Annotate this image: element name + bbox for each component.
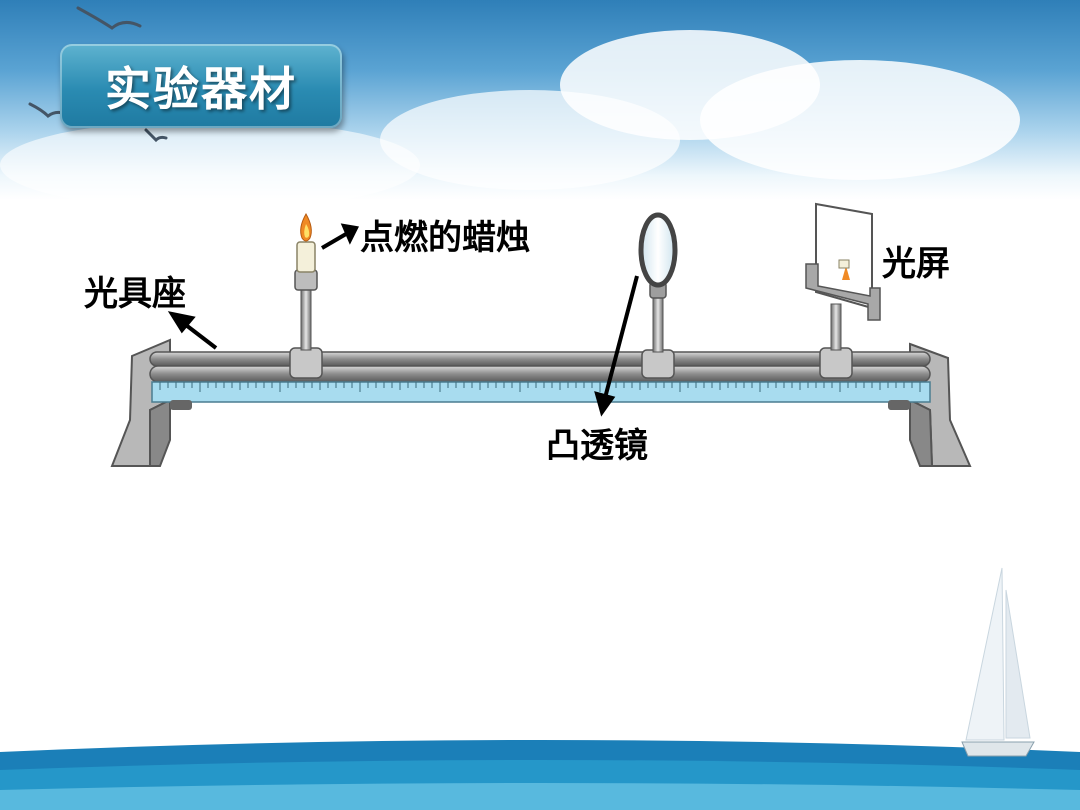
ruler-ticks [159,382,921,392]
convex-lens [638,212,678,288]
lower-rail [149,365,931,383]
slide-title: 实验器材 [105,62,297,116]
screen-holder [805,202,881,379]
label-convex-lens: 凸透镜 [546,426,648,466]
arrow-icon [167,223,639,417]
title-box: 实验器材 [60,44,342,128]
candle-holder [289,212,323,379]
candle-image-icon [842,266,850,280]
upper-rail [149,351,931,367]
sea-icon [0,740,1080,810]
cloud [0,120,420,210]
cloud [700,60,1020,180]
label-optical-bench: 光具座 [84,274,186,314]
label-candle: 点燃的蜡烛 [360,218,530,258]
ruler-scale [151,381,931,403]
lens-holder [638,212,678,379]
label-screen: 光屏 [882,244,950,284]
cloud [380,90,680,190]
sailboat-icon [961,567,1035,757]
